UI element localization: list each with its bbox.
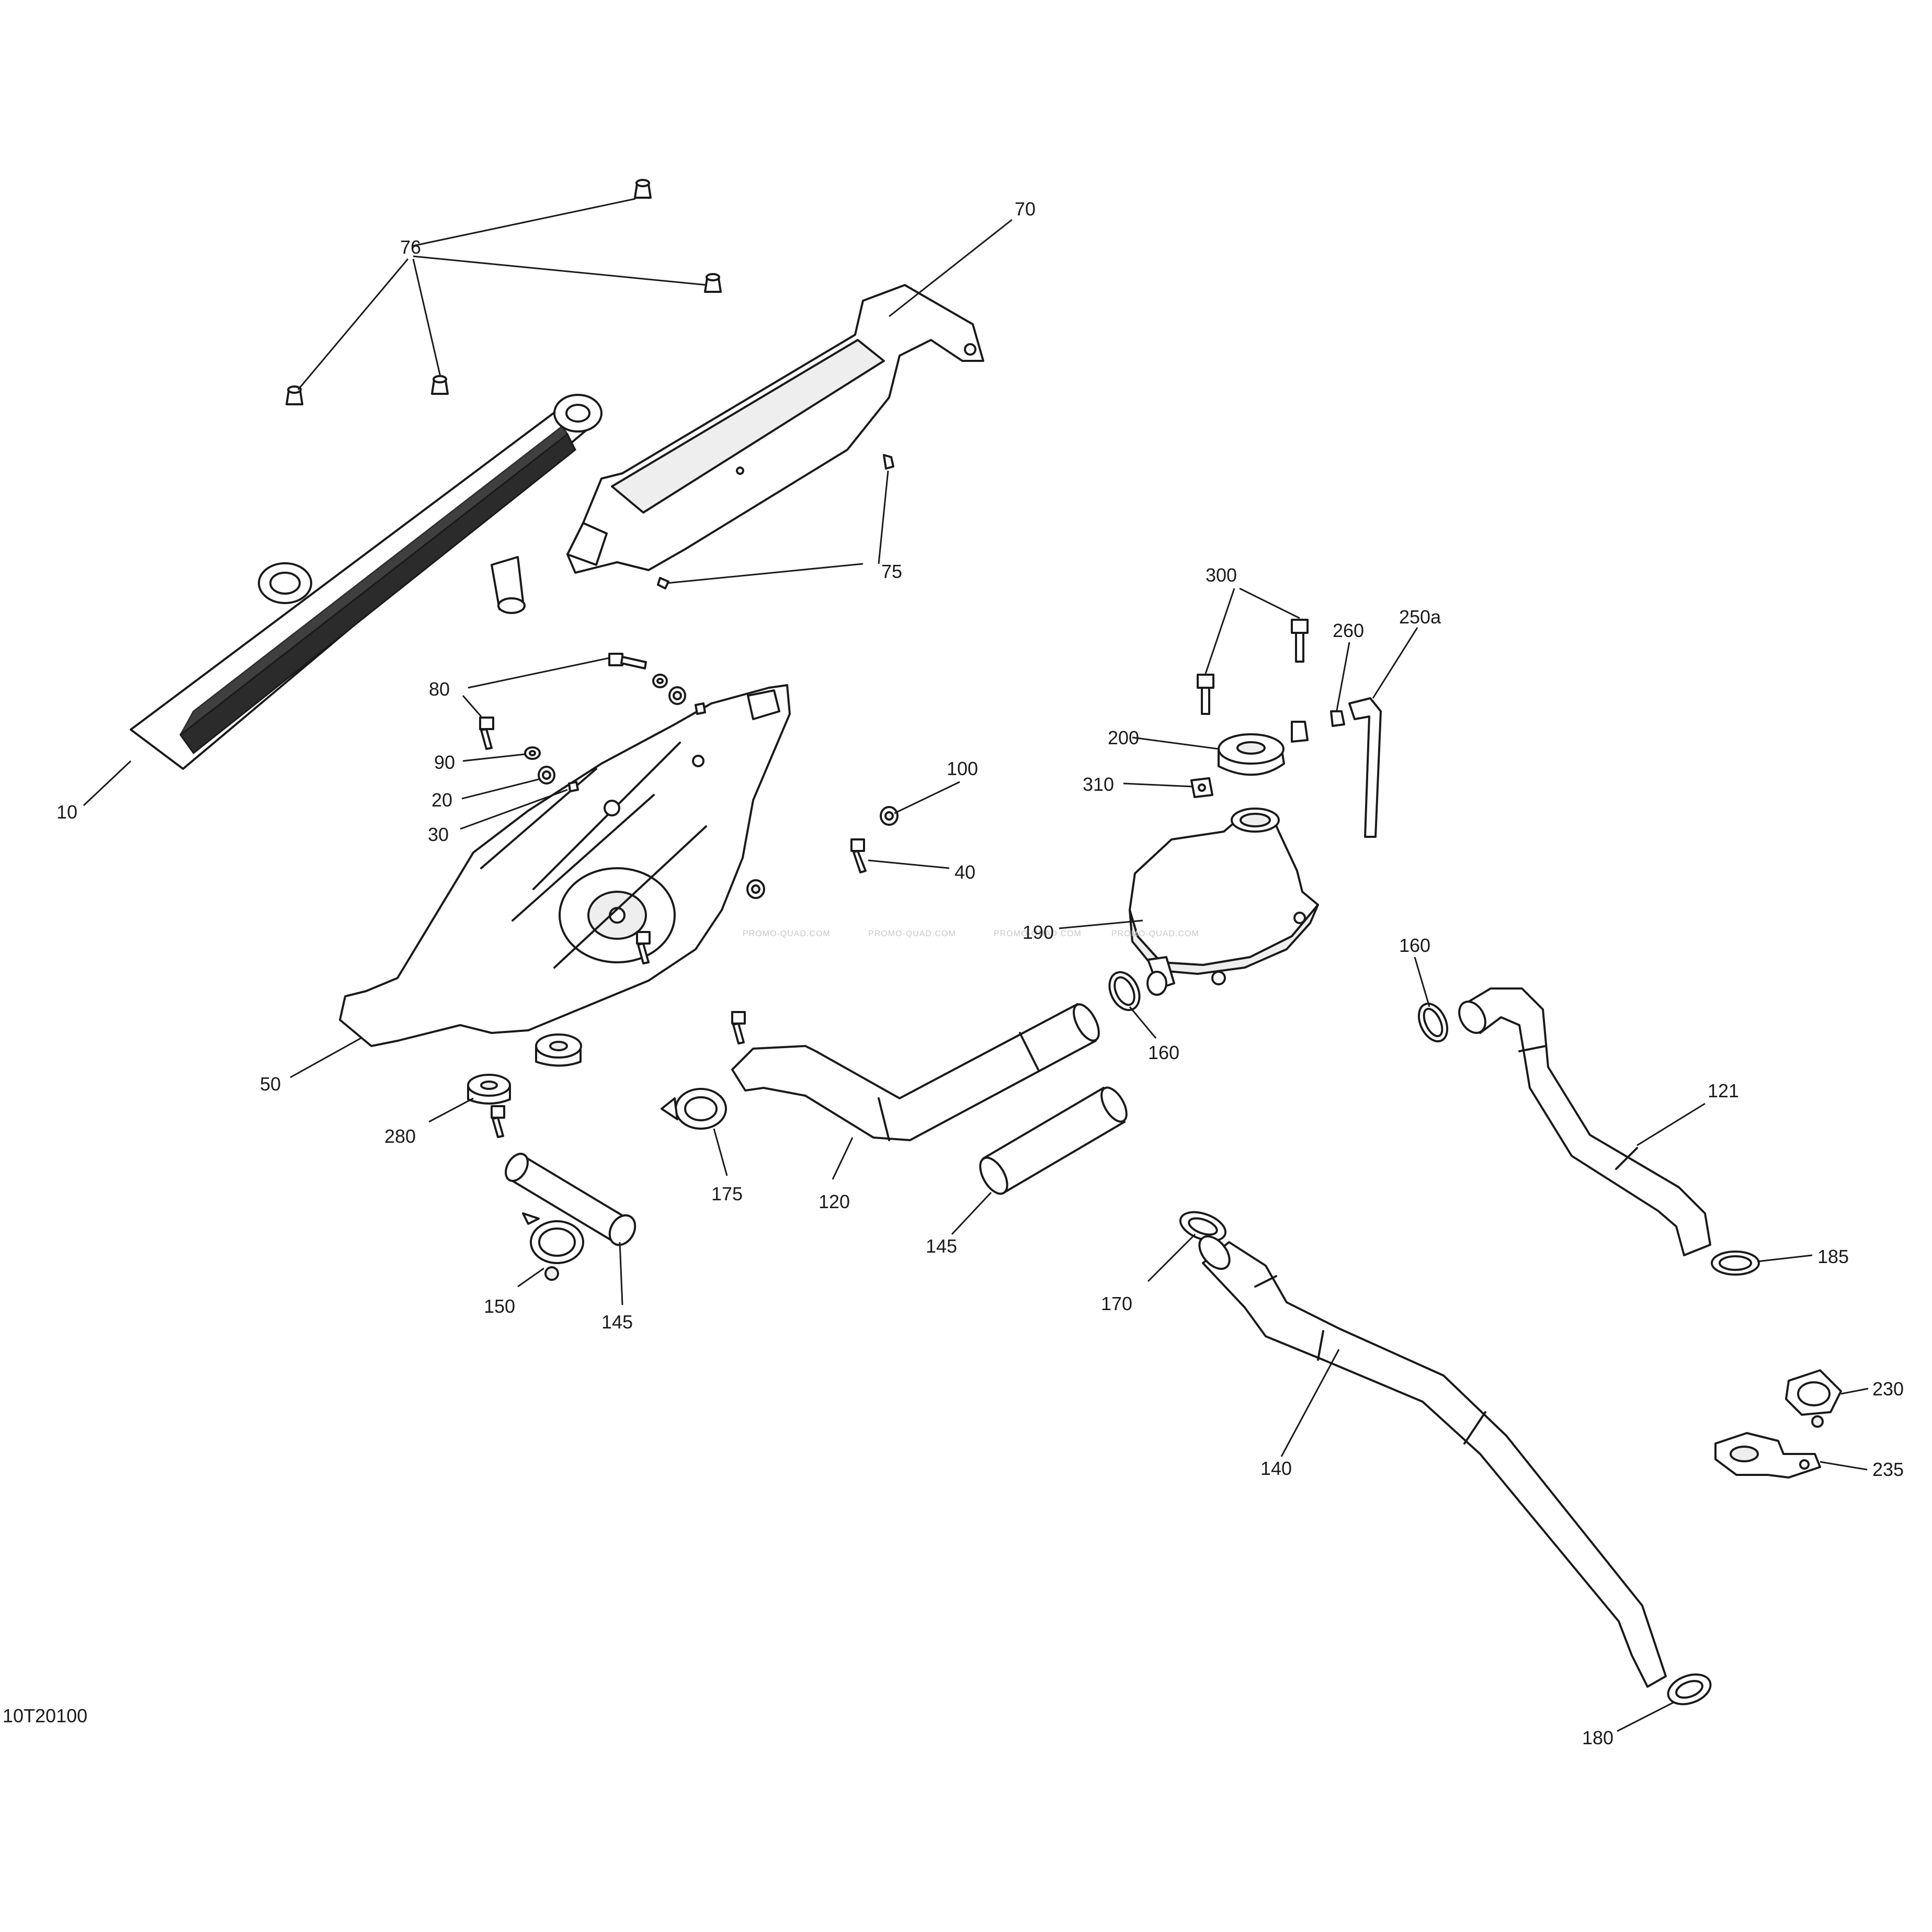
bolt-part-40[interactable] — [491, 838, 867, 1138]
callout-121: 121 — [1708, 1080, 1739, 1101]
callout-140: 140 — [1260, 1458, 1292, 1479]
callout-280: 280 — [384, 1126, 416, 1147]
callout-20: 20 — [431, 789, 452, 811]
callout-175: 175 — [711, 1183, 743, 1204]
hose-part-140[interactable] — [1194, 1231, 1667, 1688]
clamp-part-230[interactable] — [1785, 1369, 1842, 1428]
bolts-part-300[interactable] — [1197, 619, 1309, 743]
callout-300: 300 — [1206, 564, 1237, 586]
hose-part-120[interactable] — [731, 1001, 1104, 1141]
hose-part-145-middle[interactable] — [975, 1084, 1132, 1198]
callout-150: 150 — [484, 1295, 515, 1317]
clamp-ring-part-160-right[interactable] — [1413, 999, 1453, 1045]
callout-30: 30 — [428, 824, 449, 845]
leader-lines — [83, 198, 1869, 1732]
grommets-part-280[interactable] — [467, 1033, 582, 1105]
radiator-part-10[interactable] — [130, 394, 603, 770]
callout-160-right: 160 — [1399, 935, 1430, 956]
watermark-text: PROMO-QUAD.COM — [868, 929, 956, 938]
callout-160-left: 160 — [1148, 1042, 1179, 1063]
clamp-part-185[interactable] — [1711, 1251, 1760, 1276]
callout-180: 180 — [1582, 1727, 1613, 1748]
callout-230: 230 — [1872, 1378, 1904, 1400]
clamp-part-180[interactable] — [1664, 1669, 1715, 1710]
bolt-part-80[interactable] — [479, 653, 647, 750]
callout-100: 100 — [947, 758, 978, 779]
callout-235: 235 — [1872, 1459, 1904, 1480]
callout-190: 190 — [1022, 922, 1054, 943]
radiator-support-part-70[interactable] — [566, 284, 984, 574]
callout-70: 70 — [1015, 198, 1036, 220]
clamp-part-175[interactable] — [661, 1088, 727, 1130]
washers-part-90[interactable] — [524, 674, 668, 760]
fan-shroud-part-50[interactable] — [339, 684, 791, 1047]
clips-part-75[interactable] — [657, 454, 894, 589]
callout-185: 185 — [1817, 1246, 1849, 1267]
clamp-part-170[interactable] — [1177, 1207, 1230, 1246]
nut-part-100[interactable] — [746, 806, 899, 899]
callout-145-middle: 145 — [926, 1235, 957, 1257]
nuts-part-20[interactable] — [538, 686, 686, 785]
watermark-row: PROMO-QUAD.COM PROMO-QUAD.COM PROMO-QUAD… — [743, 929, 1199, 938]
fitting-part-260[interactable] — [1330, 710, 1345, 727]
callout-10: 10 — [56, 801, 77, 823]
callout-50: 50 — [260, 1073, 281, 1095]
watermark-text: PROMO-QUAD.COM — [743, 929, 831, 938]
spacers-part-30[interactable] — [568, 702, 706, 792]
callout-75: 75 — [881, 561, 902, 582]
hose-part-145-left[interactable] — [501, 1150, 640, 1249]
bracket-part-235[interactable] — [1714, 1432, 1821, 1479]
watermark-text: PROMO-QUAD.COM — [1111, 929, 1199, 938]
expansion-tank-part-190[interactable] — [1129, 808, 1319, 996]
drawing-code: 10T20100 — [3, 1705, 87, 1726]
callout-76: 76 — [400, 236, 421, 258]
callout-200: 200 — [1108, 727, 1139, 748]
clamp-ring-part-160-left[interactable] — [1104, 968, 1145, 1015]
callout-170: 170 — [1101, 1293, 1132, 1314]
callout-90: 90 — [434, 752, 455, 773]
clamp-part-150[interactable] — [522, 1212, 584, 1281]
tank-cap-part-200[interactable] — [1218, 733, 1285, 776]
callout-40: 40 — [954, 861, 975, 883]
callout-250a: 250a — [1399, 606, 1441, 628]
vent-hose-part-250a[interactable] — [1348, 697, 1382, 838]
callout-80: 80 — [429, 678, 450, 700]
push-nuts-part-76[interactable] — [286, 179, 722, 405]
hose-part-121[interactable] — [1454, 987, 1711, 1256]
callout-120: 120 — [819, 1191, 850, 1212]
callout-labels: 76 70 75 80 90 20 30 100 40 10 50 190 20… — [56, 198, 1904, 1748]
clip-nut-part-310[interactable] — [1190, 777, 1213, 798]
callout-310: 310 — [1083, 774, 1114, 795]
callout-260: 260 — [1333, 620, 1364, 641]
watermark-text: PROMO-QUAD.COM — [994, 929, 1082, 938]
callout-145-left: 145 — [601, 1311, 633, 1333]
